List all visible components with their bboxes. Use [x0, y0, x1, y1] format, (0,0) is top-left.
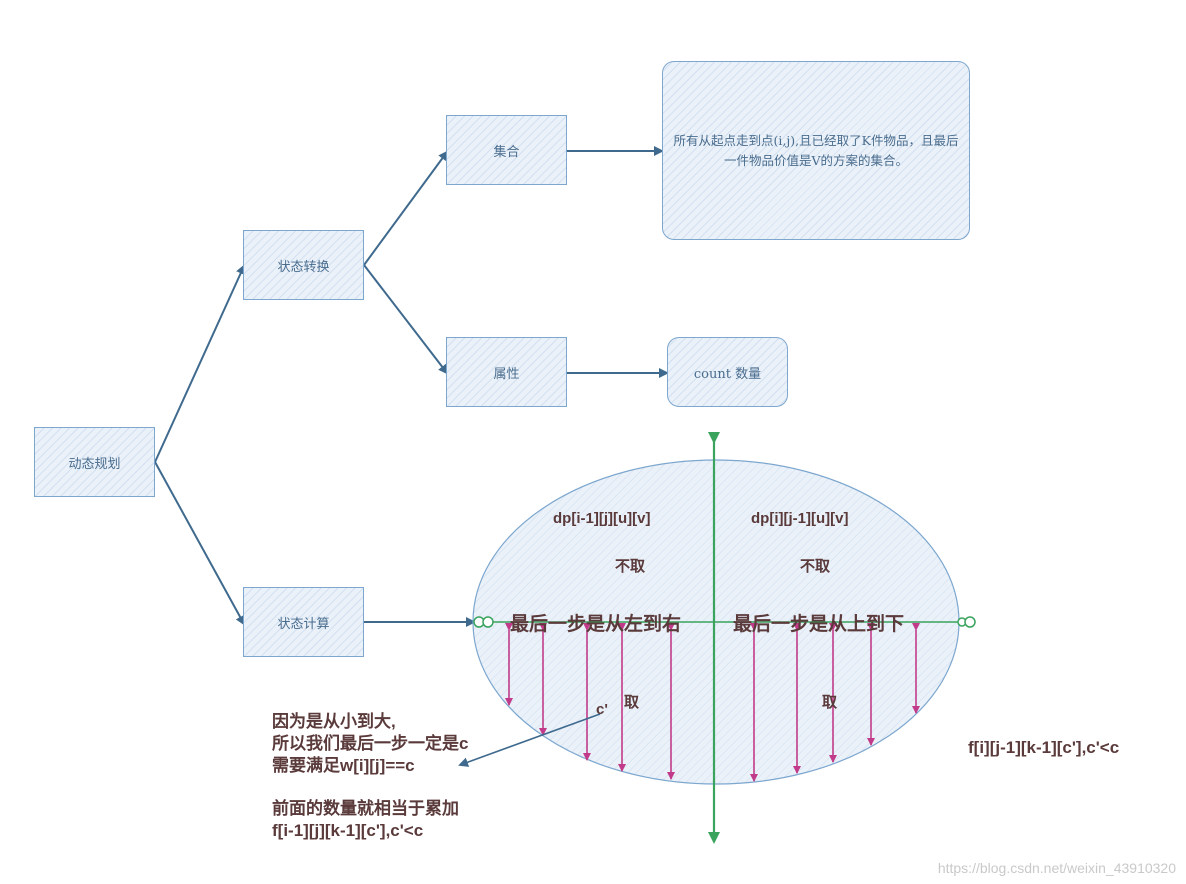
- node-set-description-text: 所有从起点走到点(i,j),且已经取了K件物品，且最后一件物品价值是V的方案的集…: [673, 133, 959, 168]
- left-last-step-label: 最后一步是从左到右: [510, 614, 682, 635]
- node-set: 集合: [446, 115, 567, 185]
- axis-left-end-circle-2: [482, 616, 494, 628]
- node-attribute-label: 属性: [493, 366, 520, 382]
- node-set-label: 集合: [493, 144, 520, 160]
- right-top-formula: dp[i][j-1][u][v]: [751, 510, 849, 527]
- note-line-4: 前面的数量就相当于累加: [272, 799, 459, 818]
- note-line-5: f[i-1][j][k-1][c'],c'<c: [272, 821, 424, 840]
- left-not-take-label: 不取: [615, 558, 646, 575]
- note-line-1: 因为是从小到大,: [272, 712, 396, 731]
- node-state-compute-label: 状态计算: [277, 616, 330, 632]
- right-double-arrows: [750, 623, 920, 782]
- node-dynamic-programming: 动态规划: [34, 427, 155, 497]
- c-prime-pointer-arrow: [458, 713, 601, 767]
- right-not-take-label: 不取: [800, 558, 831, 575]
- node-state-transition: 状态转换: [243, 230, 364, 300]
- node-attribute: 属性: [446, 337, 567, 407]
- note-line-3: 需要满足w[i][j]==c: [272, 756, 415, 775]
- right-last-step-label: 最后一步是从上到下: [733, 614, 905, 635]
- right-take-label: 取: [822, 694, 838, 711]
- note-line-2: 所以我们最后一步一定是c: [272, 734, 469, 753]
- c-prime-label: c': [596, 701, 608, 718]
- right-formula-note: f[i][j-1][k-1][c'],c'<c: [968, 738, 1120, 757]
- node-dynamic-programming-label: 动态规划: [68, 456, 121, 472]
- left-double-arrows: [505, 623, 675, 780]
- edge-root-to-compute: [154, 461, 245, 626]
- watermark-text: https://blog.csdn.net/weixin_43910320: [937, 860, 1176, 876]
- node-attribute-description-text: count 数量: [693, 366, 762, 382]
- node-attribute-description: count 数量: [667, 337, 788, 407]
- node-state-transition-label: 状态转换: [277, 259, 330, 275]
- left-top-formula: dp[i-1][j][u][v]: [553, 510, 651, 527]
- left-take-label: 取: [624, 694, 640, 711]
- edge-root-to-transition: [154, 264, 246, 463]
- edge-transition-to-attribute: [363, 264, 449, 375]
- node-state-compute: 状态计算: [243, 587, 364, 657]
- edge-transition-to-set: [363, 150, 449, 266]
- node-set-description: 所有从起点走到点(i,j),且已经取了K件物品，且最后一件物品价值是V的方案的集…: [662, 61, 970, 240]
- axis-right-end-circle-2: [964, 616, 976, 628]
